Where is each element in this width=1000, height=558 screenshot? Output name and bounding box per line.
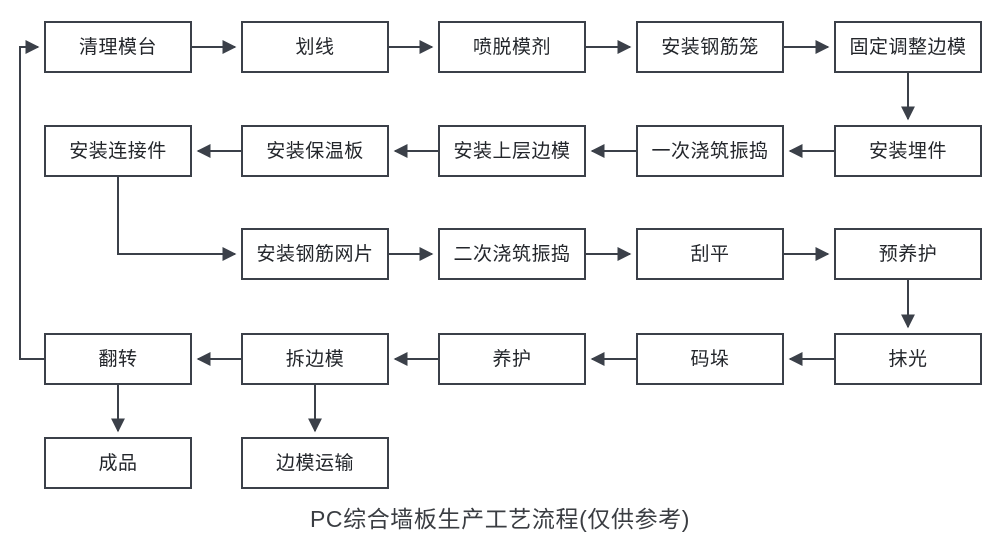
connector-connectors-to-rebar-mesh (117, 177, 237, 261)
node-stacking[interactable]: 码垛 (636, 333, 784, 385)
node-label-fix-adjust-side-mould: 固定调整边模 (849, 36, 967, 58)
node-label-clean-mould-table: 清理模台 (78, 36, 157, 58)
node-install-rebar-cage[interactable]: 安装钢筋笼 (636, 21, 784, 73)
node-marking[interactable]: 划线 (241, 21, 389, 73)
node-label-install-rebar-mesh: 安装钢筋网片 (256, 243, 374, 265)
node-install-upper-mould[interactable]: 安装上层边模 (438, 125, 586, 177)
node-install-insulation[interactable]: 安装保温板 (241, 125, 389, 177)
node-clean-mould-table[interactable]: 清理模台 (44, 21, 192, 73)
node-label-install-embedded-parts: 安装埋件 (868, 140, 947, 162)
node-second-pour-vibrate[interactable]: 二次浇筑振捣 (438, 228, 586, 280)
node-label-second-pour-vibrate: 二次浇筑振捣 (453, 243, 571, 265)
chart-caption: PC综合墙板生产工艺流程(仅供参考) (309, 506, 691, 532)
node-label-spray-release-agent: 喷脱模剂 (472, 36, 551, 58)
node-label-finished-product: 成品 (98, 452, 138, 474)
node-screeding[interactable]: 刮平 (636, 228, 784, 280)
node-spray-release-agent[interactable]: 喷脱模剂 (438, 21, 586, 73)
node-label-screeding: 刮平 (690, 243, 730, 265)
node-install-embedded-parts[interactable]: 安装埋件 (834, 125, 982, 177)
node-label-turning-over: 翻转 (98, 348, 138, 370)
node-first-pour-vibrate[interactable]: 一次浇筑振捣 (636, 125, 784, 177)
connector-turning-back-to-clean (19, 40, 44, 360)
node-label-stacking: 码垛 (690, 348, 730, 370)
node-pre-curing[interactable]: 预养护 (834, 228, 982, 280)
node-demould-side-mould[interactable]: 拆边模 (241, 333, 389, 385)
node-fix-adjust-side-mould[interactable]: 固定调整边模 (834, 21, 982, 73)
node-label-install-rebar-cage: 安装钢筋笼 (661, 36, 759, 58)
node-install-connectors[interactable]: 安装连接件 (44, 125, 192, 177)
node-label-side-mould-transport: 边模运输 (275, 452, 354, 474)
node-label-install-insulation: 安装保温板 (266, 140, 364, 162)
node-install-rebar-mesh[interactable]: 安装钢筋网片 (241, 228, 389, 280)
node-label-first-pour-vibrate: 一次浇筑振捣 (651, 140, 769, 162)
node-label-demould-side-mould: 拆边模 (285, 348, 345, 370)
node-label-curing: 养护 (492, 348, 532, 370)
node-turning-over[interactable]: 翻转 (44, 333, 192, 385)
node-finished-product[interactable]: 成品 (44, 437, 192, 489)
node-troweling[interactable]: 抹光 (834, 333, 982, 385)
node-label-install-upper-mould: 安装上层边模 (453, 140, 571, 162)
node-side-mould-transport[interactable]: 边模运输 (241, 437, 389, 489)
node-curing[interactable]: 养护 (438, 333, 586, 385)
node-label-install-connectors: 安装连接件 (69, 140, 167, 162)
node-label-troweling: 抹光 (888, 348, 928, 370)
node-label-pre-curing: 预养护 (878, 243, 938, 265)
node-label-marking: 划线 (295, 36, 335, 58)
